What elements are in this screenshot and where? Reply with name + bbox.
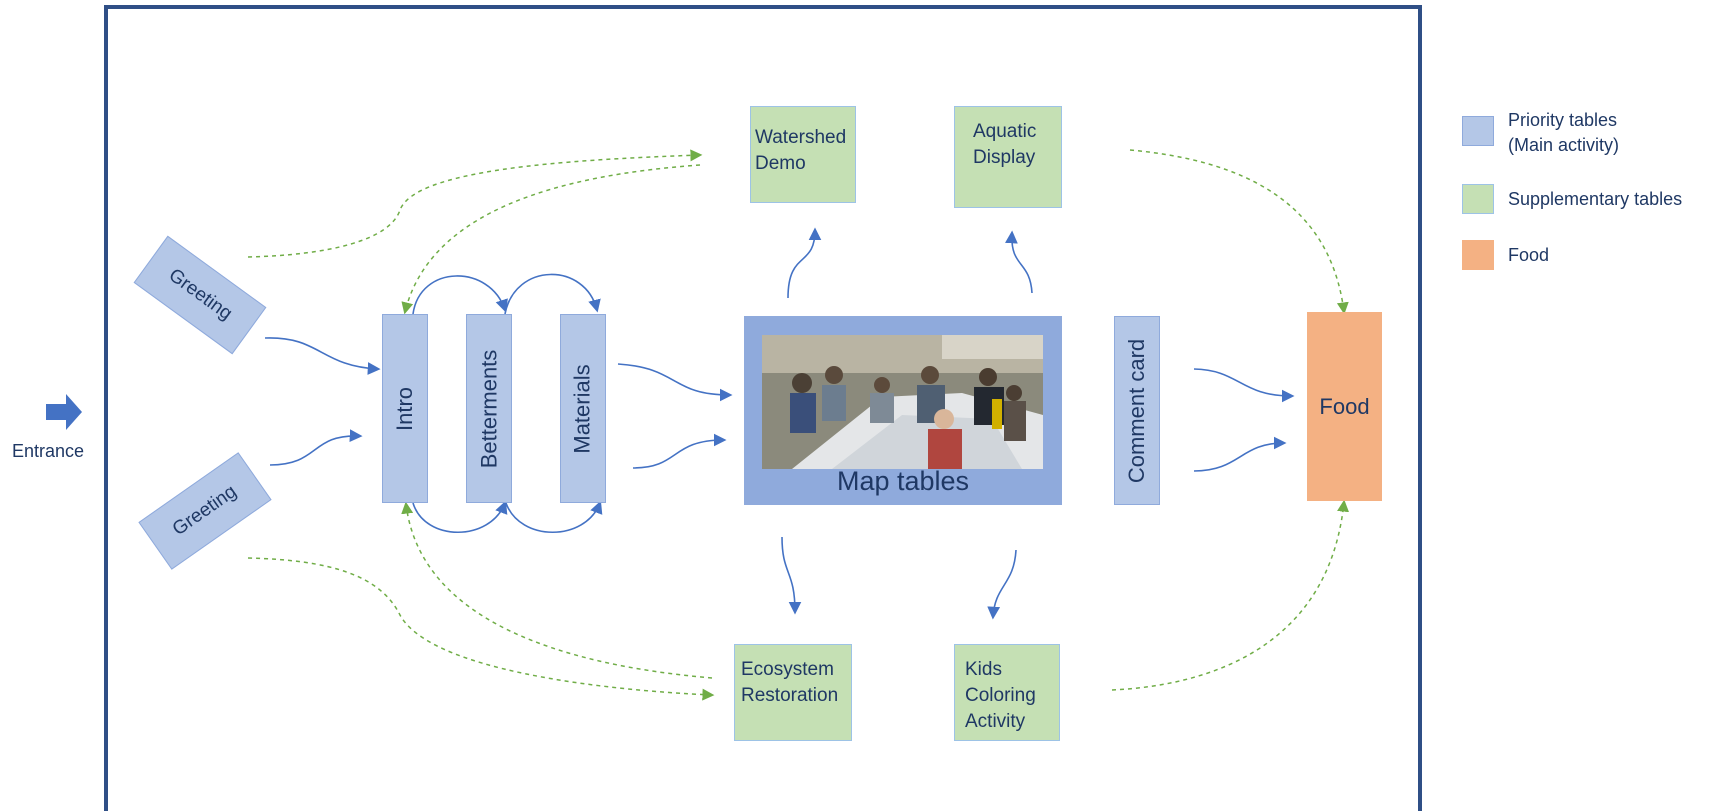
dashed-kids-food: [1111, 499, 1349, 691]
legend-item-supplementary: Supplementary tables: [1462, 184, 1682, 214]
comment-card-label: Comment card: [1124, 338, 1149, 483]
legend-item-food: Food: [1462, 240, 1549, 270]
dashed-aquatic-food: [1129, 149, 1349, 315]
entrance-arrow-icon: [46, 394, 82, 430]
aquatic-display-label: Aquatic Display: [973, 121, 1037, 168]
photo-illustration: [762, 335, 1043, 469]
legend-swatch-priority: [1462, 116, 1494, 146]
arrow-greeting2-intro: [269, 429, 363, 466]
legend-item-priority: Priority tables (Main activity): [1462, 108, 1619, 158]
arrow-materials-map-top: [617, 363, 733, 402]
arrow-betterments-materials-bottom: [505, 500, 603, 533]
legend-label-food: Food: [1508, 245, 1550, 265]
entrance-label: Entrance: [12, 441, 85, 461]
watershed-demo-label: Watershed Demo: [755, 127, 847, 174]
map-tables-photo: [762, 335, 1043, 469]
watershed-demo-table: Watershed Demo: [750, 106, 856, 203]
dashed-greeting-watershed: [247, 149, 703, 258]
map-tables: Map tables: [744, 316, 1062, 505]
materials-table: Materials: [560, 314, 606, 503]
betterments-table: Betterments: [466, 314, 512, 503]
legend-swatch-supplementary: [1462, 184, 1494, 214]
dashed-greeting-ecosystem: [247, 557, 715, 701]
legend-swatch-food: [1462, 240, 1494, 270]
arrow-map-watershed: [787, 227, 822, 299]
dashed-ecosystem-intro: [401, 501, 713, 679]
arrow-comment-food-bottom: [1193, 436, 1287, 472]
materials-label: Materials: [570, 363, 595, 454]
ecosystem-restoration-label: Ecosystem Restoration: [741, 659, 839, 706]
kids-coloring-activity-table: Kids Coloring Activity: [954, 644, 1060, 741]
arrow-materials-map-bottom: [632, 433, 727, 469]
arrow-intro-betterments-bottom: [412, 500, 508, 533]
legend-label-priority: Priority tables (Main activity): [1508, 110, 1620, 155]
betterments-label: Betterments: [476, 349, 502, 468]
intro-table: Intro: [382, 314, 428, 503]
legend-label-supplementary: Supplementary tables: [1508, 189, 1683, 209]
venue-frame: [104, 5, 1422, 811]
arrow-map-kids: [987, 549, 1017, 620]
ecosystem-restoration-table: Ecosystem Restoration: [734, 644, 852, 741]
food-table: Food: [1307, 312, 1382, 501]
map-tables-label: Map tables: [836, 466, 970, 496]
intro-label: Intro: [392, 386, 417, 431]
food-label: Food: [1319, 393, 1370, 419]
arrow-comment-food-top: [1193, 368, 1295, 403]
dashed-watershed-intro: [401, 164, 701, 315]
arrow-map-ecosystem: [781, 536, 802, 615]
aquatic-display-table: Aquatic Display: [954, 106, 1062, 208]
comment-card-table: Comment card: [1114, 316, 1160, 505]
arrow-intro-betterments-top: [412, 275, 508, 315]
kids-coloring-activity-label: Kids Coloring Activity: [965, 659, 1036, 732]
arrow-map-aquatic: [1005, 230, 1033, 294]
arrow-betterments-materials-top: [504, 273, 601, 315]
arrow-greeting1-intro: [264, 337, 381, 375]
